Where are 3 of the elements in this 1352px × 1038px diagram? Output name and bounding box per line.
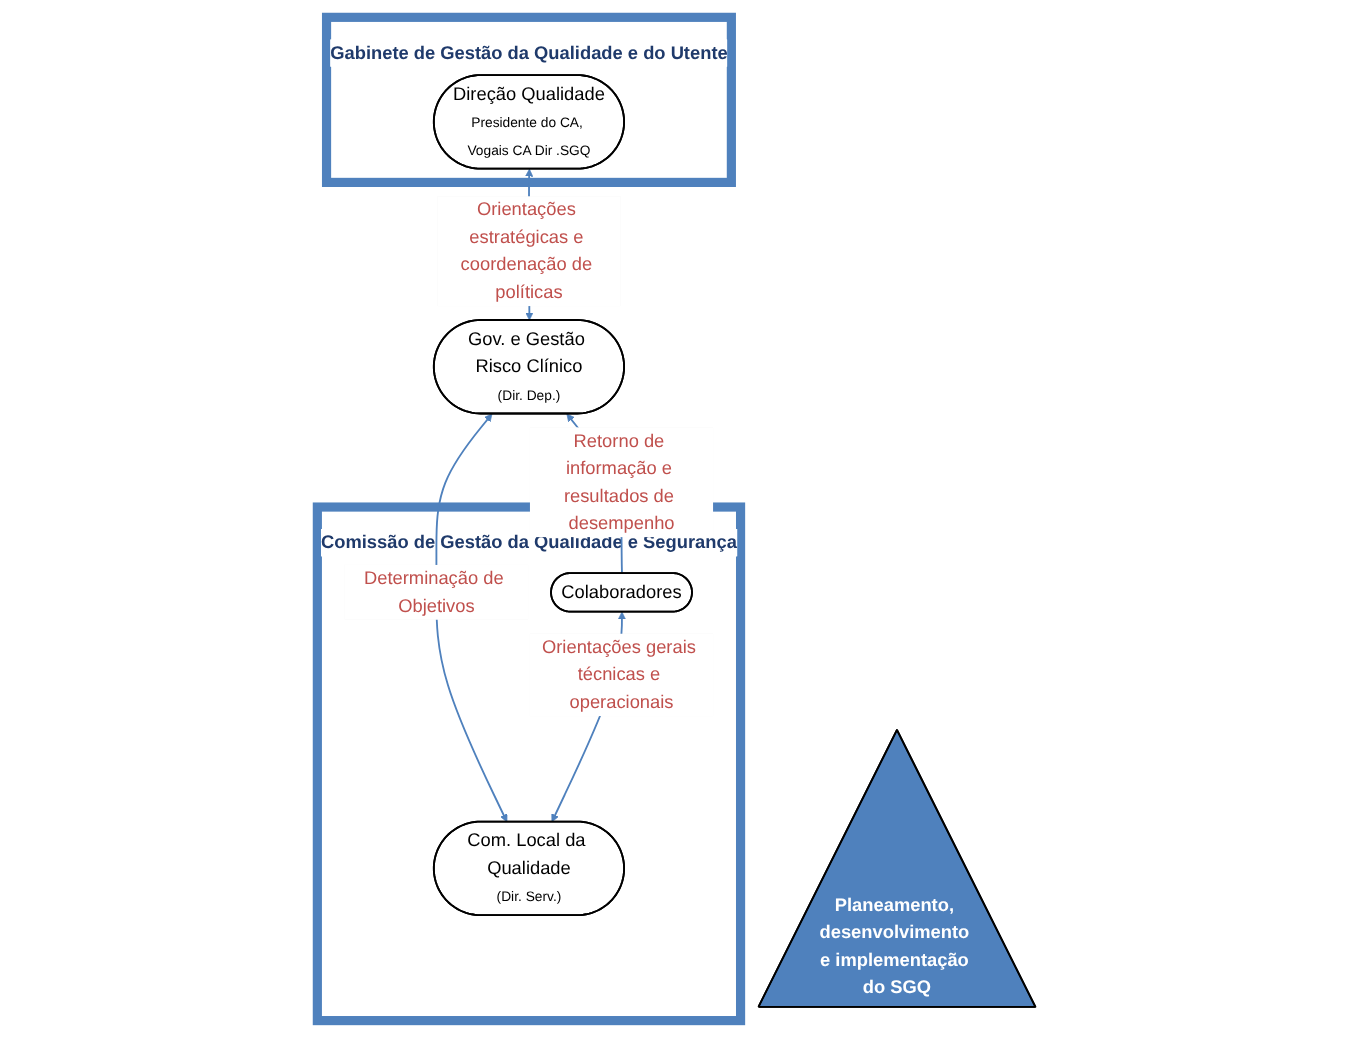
edge-label: Orientações gerais técnicas e operacionais — [541, 637, 696, 713]
edge-label: Determinação de Objetivos — [363, 568, 504, 617]
edge-label: Orientações estratégicas e coordenação de políticas — [460, 199, 592, 303]
